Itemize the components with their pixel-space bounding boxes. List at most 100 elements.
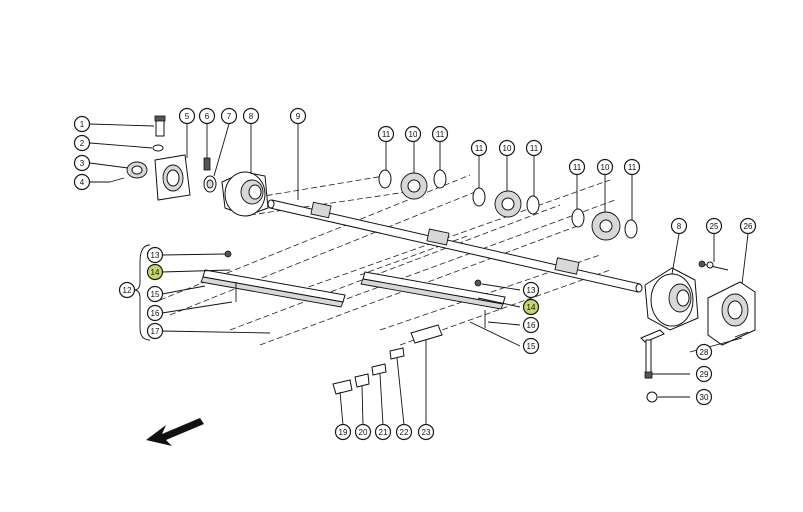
callout-6[interactable]: 6	[198, 107, 216, 125]
callout-label: 30	[700, 393, 709, 402]
callout-label: 19	[339, 428, 348, 437]
scraper-bar-right	[360, 271, 506, 310]
callout-11[interactable]: 11	[525, 139, 543, 157]
callout-label: 3	[80, 159, 85, 168]
callout-label: 20	[359, 428, 368, 437]
bolt-4	[109, 177, 125, 183]
callout-label: 11	[573, 163, 582, 172]
callout-10[interactable]: 10	[404, 125, 422, 143]
bolts-16	[235, 282, 486, 328]
callout-1[interactable]: 1	[73, 115, 91, 133]
callout-13[interactable]: 13	[522, 281, 540, 299]
callout-label: 26	[744, 222, 753, 231]
leader-lines	[89, 123, 749, 426]
callout-8[interactable]: 8	[242, 107, 260, 125]
callout-label: 29	[700, 370, 709, 379]
callout-label: 4	[80, 178, 85, 187]
clip-20	[354, 373, 370, 388]
scraper-bar-left	[200, 269, 346, 308]
callout-label: 15	[151, 290, 160, 299]
callout-label: 6	[205, 112, 210, 121]
bearing-housing-26	[707, 281, 756, 346]
callout-label: 13	[527, 286, 536, 295]
callout-label: 14	[527, 303, 536, 312]
callout-9[interactable]: 9	[289, 107, 307, 125]
callout-14[interactable]: 14	[146, 263, 164, 281]
callout-label: 10	[409, 130, 418, 139]
callout-label: 10	[601, 163, 610, 172]
sprocket-group-2	[472, 187, 540, 218]
callout-15[interactable]: 15	[522, 337, 540, 355]
callout-label: 14	[151, 268, 160, 277]
callout-11[interactable]: 11	[623, 158, 641, 176]
callout-5[interactable]: 5	[178, 107, 196, 125]
callout-3[interactable]: 3	[73, 154, 91, 172]
callout-2[interactable]: 2	[73, 134, 91, 152]
callout-label: 11	[628, 163, 637, 172]
clip-21	[371, 363, 387, 376]
callout-label: 28	[700, 348, 709, 357]
callout-label: 13	[151, 251, 160, 260]
bearing-housing-5	[154, 154, 191, 201]
callout-10[interactable]: 10	[498, 139, 516, 157]
callout-23[interactable]: 23	[417, 423, 435, 441]
clip-22	[389, 347, 405, 360]
washer-2	[152, 144, 164, 152]
callout-11[interactable]: 11	[377, 125, 395, 143]
callout-19[interactable]: 19	[334, 423, 352, 441]
flange-hub-8	[221, 171, 269, 217]
callout-29[interactable]: 29	[695, 365, 713, 383]
callout-22[interactable]: 22	[395, 423, 413, 441]
callout-11[interactable]: 11	[470, 139, 488, 157]
clip-19	[332, 379, 353, 395]
callout-21[interactable]: 21	[374, 423, 392, 441]
grease-nipple	[154, 115, 166, 137]
callout-14[interactable]: 14	[522, 298, 540, 316]
sprocket-group-3	[571, 208, 638, 241]
callout-label: 15	[527, 342, 536, 351]
callout-10[interactable]: 10	[596, 158, 614, 176]
callout-4[interactable]: 4	[73, 173, 91, 191]
sprocket-group-1	[378, 169, 447, 200]
clip-23	[410, 324, 443, 344]
callout-26[interactable]: 26	[739, 217, 757, 235]
callout-17[interactable]: 17	[146, 322, 164, 340]
callout-label: 17	[151, 327, 160, 336]
callout-label: 5	[185, 112, 190, 121]
callout-15[interactable]: 15	[146, 285, 164, 303]
callout-label: 25	[710, 222, 719, 231]
callout-12[interactable]: 12	[118, 281, 136, 299]
callout-25[interactable]: 25	[705, 217, 723, 235]
callout-label: 8	[677, 222, 682, 231]
callout-28[interactable]: 28	[695, 343, 713, 361]
callout-13[interactable]: 13	[146, 246, 164, 264]
arrow-down-left-icon	[146, 418, 204, 446]
callout-label: 21	[379, 428, 388, 437]
callout-16[interactable]: 16	[522, 316, 540, 334]
callout-11[interactable]: 11	[431, 125, 449, 143]
callout-8[interactable]: 8	[670, 217, 688, 235]
callout-label: 12	[123, 286, 132, 295]
callout-label: 10	[503, 144, 512, 153]
callout-label: 11	[436, 130, 445, 139]
callout-30[interactable]: 30	[695, 388, 713, 406]
ring-7	[203, 175, 217, 193]
callout-label: 23	[422, 428, 431, 437]
spring-6	[203, 157, 211, 171]
callout-label: 11	[475, 144, 484, 153]
callout-20[interactable]: 20	[354, 423, 372, 441]
callout-label: 2	[80, 139, 85, 148]
callout-label: 16	[527, 321, 536, 330]
flange-hub-8-right	[644, 267, 699, 331]
callout-label: 8	[249, 112, 254, 121]
callout-label: 7	[227, 112, 232, 121]
callout-label: 11	[530, 144, 539, 153]
callout-7[interactable]: 7	[220, 107, 238, 125]
pin-28	[734, 331, 749, 338]
callout-11[interactable]: 11	[568, 158, 586, 176]
callout-label: 16	[151, 309, 160, 318]
bearing-3	[126, 161, 148, 179]
callout-16[interactable]: 16	[146, 304, 164, 322]
